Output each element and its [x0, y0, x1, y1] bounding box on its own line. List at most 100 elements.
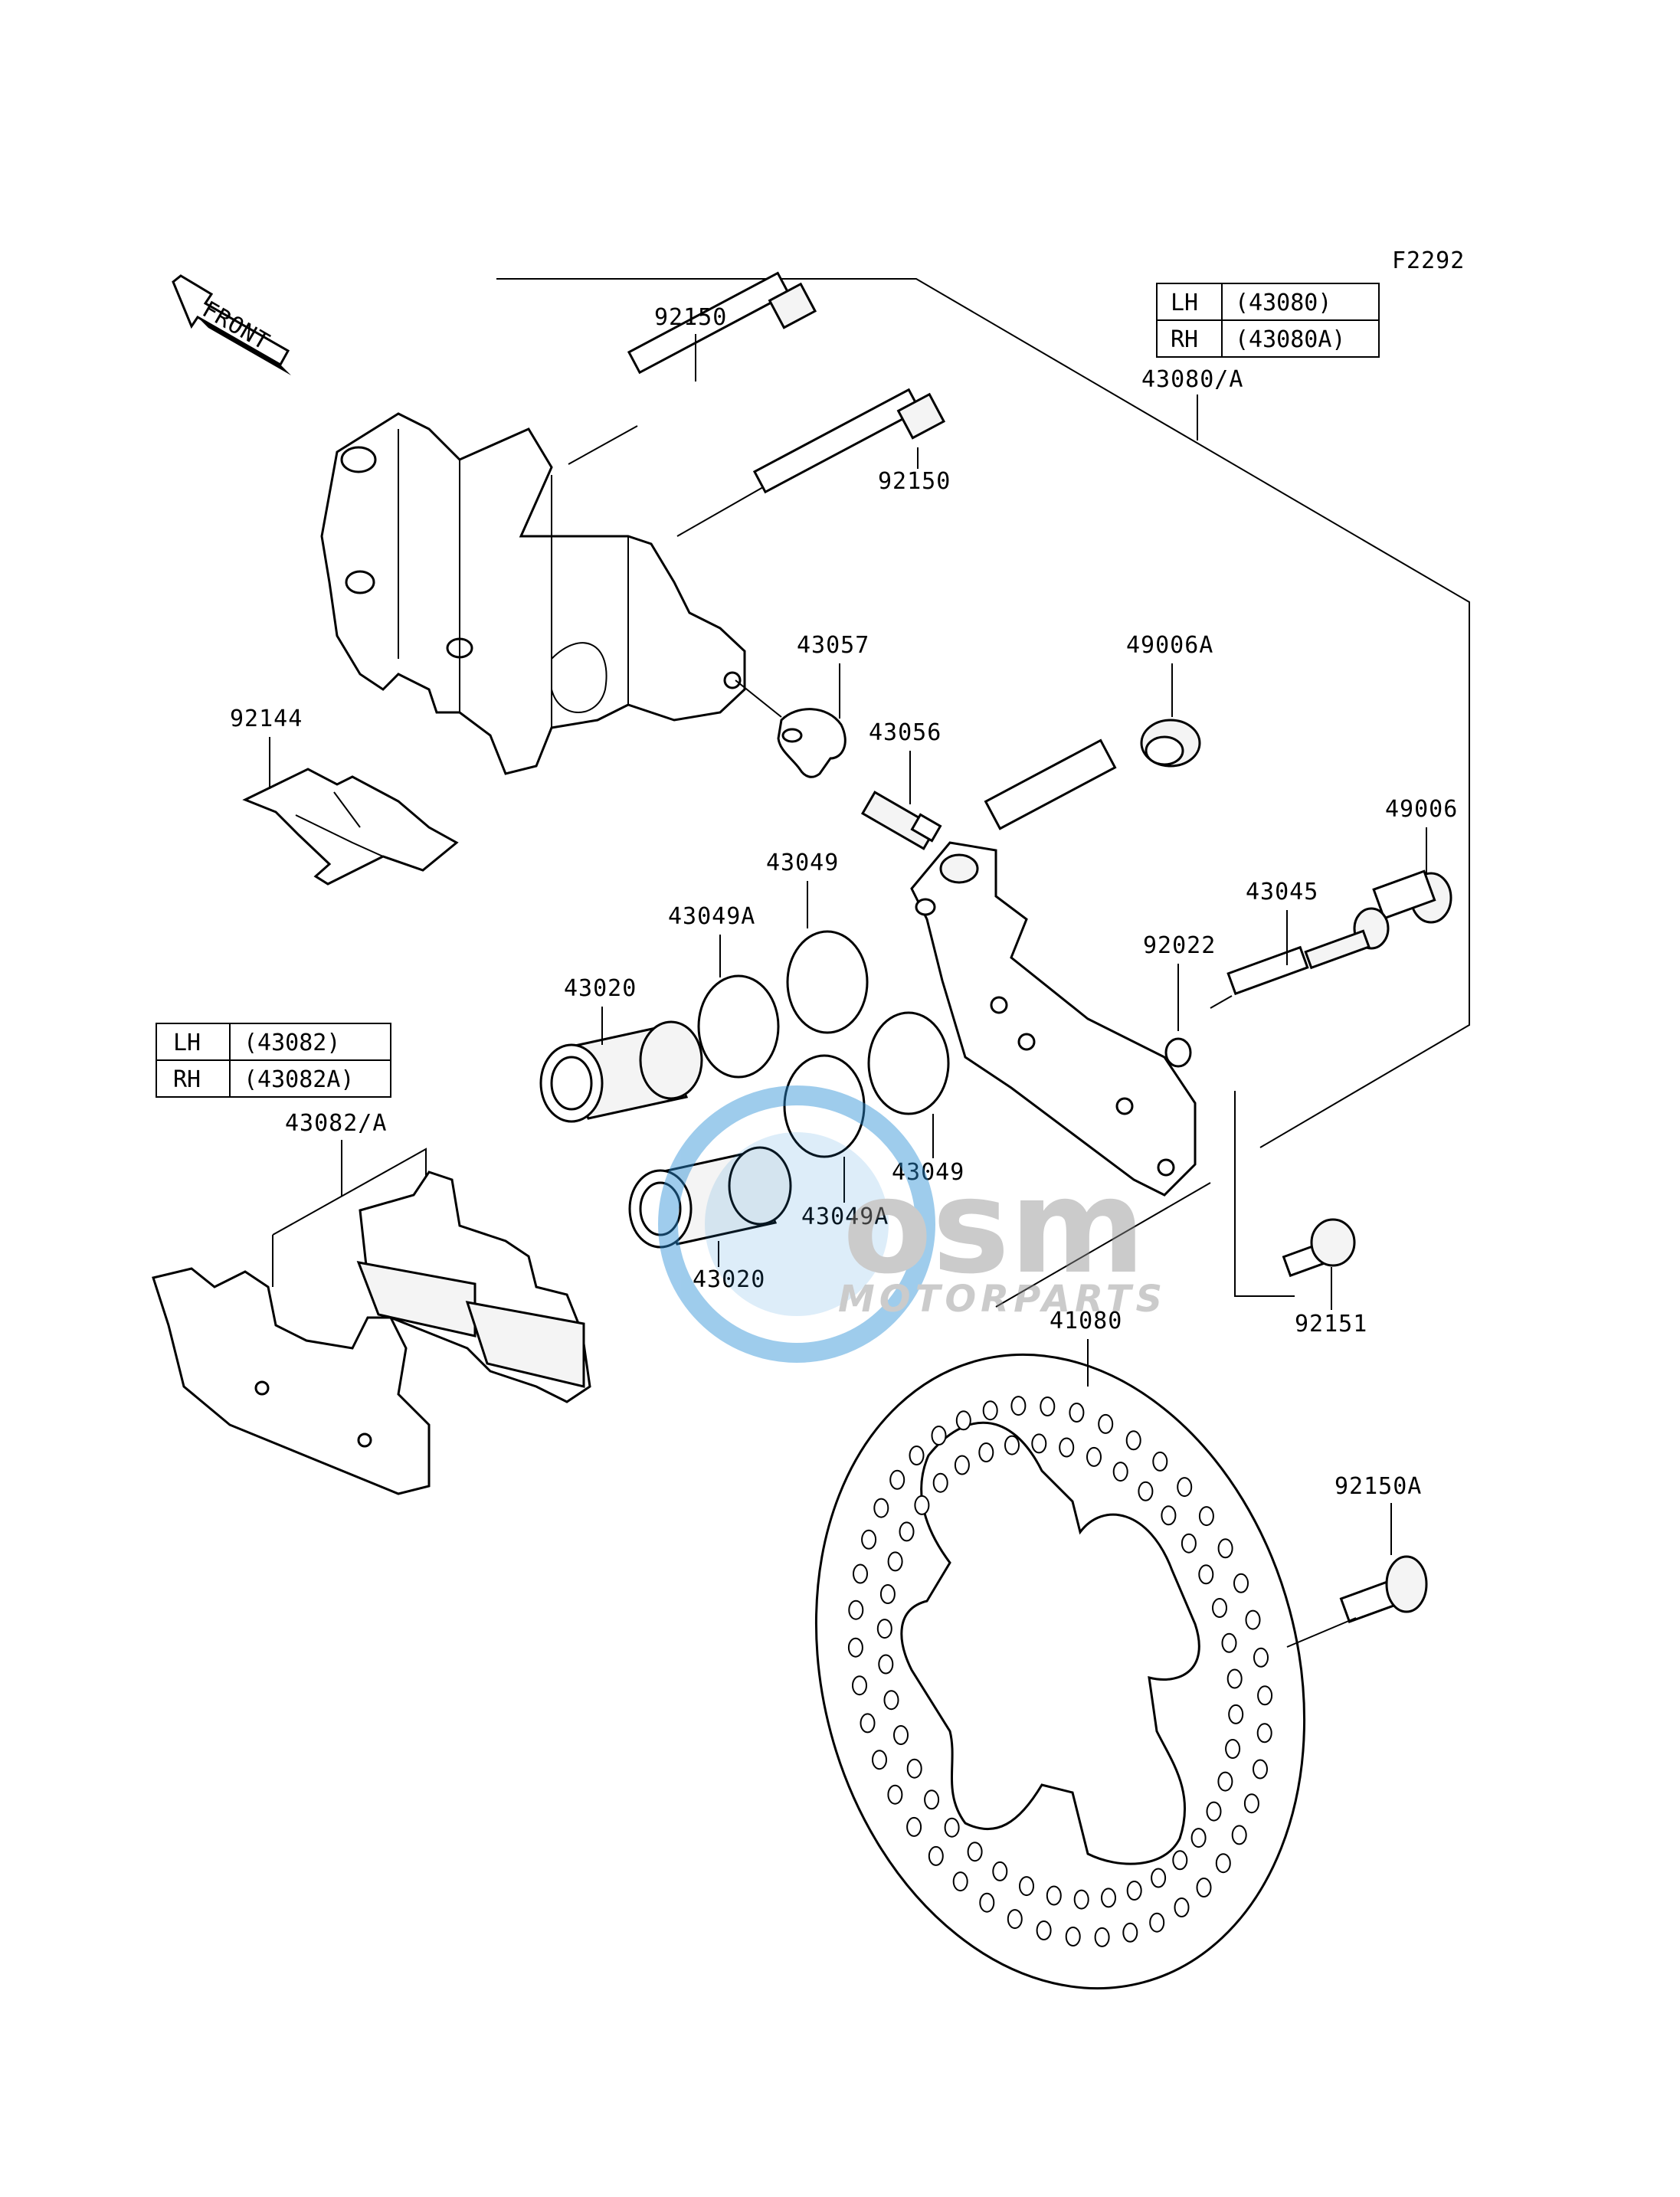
callout-92151: 92151 [1295, 1311, 1367, 1338]
callout-43049-lower: 43049 [892, 1159, 964, 1186]
disc-hole [982, 1400, 998, 1421]
callout-49006a: 49006A [1126, 632, 1213, 659]
disc-hole [944, 1817, 960, 1838]
disc-hole [1126, 1881, 1142, 1901]
washer [1164, 1037, 1192, 1068]
disc-hole [1198, 1506, 1214, 1527]
brake-pads [152, 1171, 591, 1495]
disc-hole [861, 1529, 877, 1550]
bleeder-cap [777, 708, 847, 778]
disc-hole [1004, 1435, 1020, 1455]
callout-92150a: 92150A [1335, 1473, 1422, 1500]
disc-hole [1069, 1403, 1085, 1423]
callout-41080: 41080 [1050, 1308, 1122, 1334]
disc-hole [1217, 1771, 1233, 1792]
callout-43049a-upper: 43049A [668, 903, 755, 930]
disc-hole [1206, 1801, 1222, 1822]
disc-hole [1190, 1828, 1207, 1848]
disc-hole [878, 1654, 894, 1675]
pad-table-rh-part: (43082A) [244, 1066, 355, 1093]
brake-disc [814, 1353, 1306, 1990]
slide-pin-lower [752, 388, 946, 494]
disc-hole [1226, 1668, 1243, 1689]
caliper-mounting-bracket [910, 738, 1197, 1197]
disc-hole [1215, 1853, 1231, 1874]
watermark-text: MOTORPARTS [838, 1278, 1167, 1321]
bolt-pin [1226, 929, 1371, 996]
disc-hole [1257, 1685, 1273, 1706]
disc-hole [1221, 1632, 1237, 1653]
disc-hole [1161, 1505, 1177, 1526]
disc-hole [873, 1498, 889, 1518]
seal-upper [786, 930, 869, 1034]
disc-hole [1151, 1868, 1167, 1888]
disc-hole [1040, 1396, 1056, 1416]
disc-hole [1036, 1920, 1052, 1940]
callout-43020-upper: 43020 [564, 975, 637, 1002]
disc-hole [853, 1563, 868, 1584]
disc-ventilation-holes [847, 1396, 1273, 1947]
disc-hole [876, 1619, 892, 1639]
callout-92150-upper: 92150 [654, 304, 727, 331]
callout-49006: 49006 [1385, 796, 1458, 823]
disc-hole [1243, 1793, 1259, 1814]
disc-hole [954, 1455, 970, 1475]
disc-hole [860, 1713, 876, 1734]
boot-49006a [1140, 719, 1201, 768]
seal-a-upper [697, 974, 780, 1079]
disc-hole [1174, 1897, 1190, 1917]
disc-hole [893, 1725, 909, 1745]
callout-92150-lower: 92150 [878, 468, 951, 495]
disc-hole [1122, 1922, 1138, 1943]
disc-hole [928, 1845, 944, 1866]
boot-49006 [1353, 869, 1452, 950]
disc-hole [1253, 1647, 1269, 1668]
disc-hole [872, 1750, 887, 1770]
disc-hole [909, 1446, 925, 1465]
piston-upper [539, 1020, 703, 1123]
callout-43045: 43045 [1246, 879, 1318, 905]
disc-hole [1007, 1909, 1023, 1930]
disc-hole [979, 1892, 995, 1913]
pad-table-lh-side: LH [173, 1030, 201, 1056]
caliper-side-table: LH (43080) RH (43080A) [1156, 283, 1380, 358]
disc-hole [1245, 1609, 1261, 1630]
disc-hole [931, 1426, 947, 1446]
caliper-table-lh-side: LH [1171, 290, 1198, 316]
bleeder-valve [860, 791, 942, 850]
disc-hole [879, 1584, 896, 1604]
disc-hole [1217, 1538, 1233, 1559]
disc-hole [899, 1521, 915, 1542]
disc-hole [1177, 1477, 1193, 1498]
disc-hole [889, 1469, 905, 1490]
disc-hole [1212, 1598, 1227, 1618]
disc-hole [1010, 1396, 1027, 1416]
caliper-assembly-label: 43080/A [1141, 366, 1243, 393]
disc-hole [1019, 1876, 1034, 1897]
disc-hole [1046, 1885, 1062, 1906]
disc-hole [1138, 1481, 1154, 1501]
callout-43049-upper: 43049 [766, 850, 839, 876]
callout-43056: 43056 [869, 719, 942, 746]
front-arrow-icon: FRONT [172, 274, 291, 375]
watermark-logo-text: osm [843, 1151, 1145, 1303]
disc-hole [1031, 1433, 1047, 1454]
disc-hole [1233, 1573, 1249, 1593]
disc-hole [1196, 1878, 1212, 1897]
disc-hole [1228, 1704, 1244, 1724]
disc-hole [1101, 1888, 1116, 1908]
piston-lower [628, 1146, 792, 1249]
disc-bolt [1339, 1555, 1428, 1623]
disc-hole [1065, 1927, 1081, 1947]
disc-hole [924, 1789, 940, 1810]
disc-hole [955, 1410, 971, 1431]
disc-hole [978, 1442, 994, 1462]
disc-hole [952, 1871, 968, 1892]
disc-hole [1198, 1564, 1214, 1585]
callout-43057: 43057 [797, 632, 869, 659]
caliper-body [320, 412, 746, 775]
disc-hole [1152, 1451, 1168, 1472]
disc-hole [914, 1495, 930, 1515]
caliper-table-lh-part: (43080) [1235, 290, 1331, 316]
